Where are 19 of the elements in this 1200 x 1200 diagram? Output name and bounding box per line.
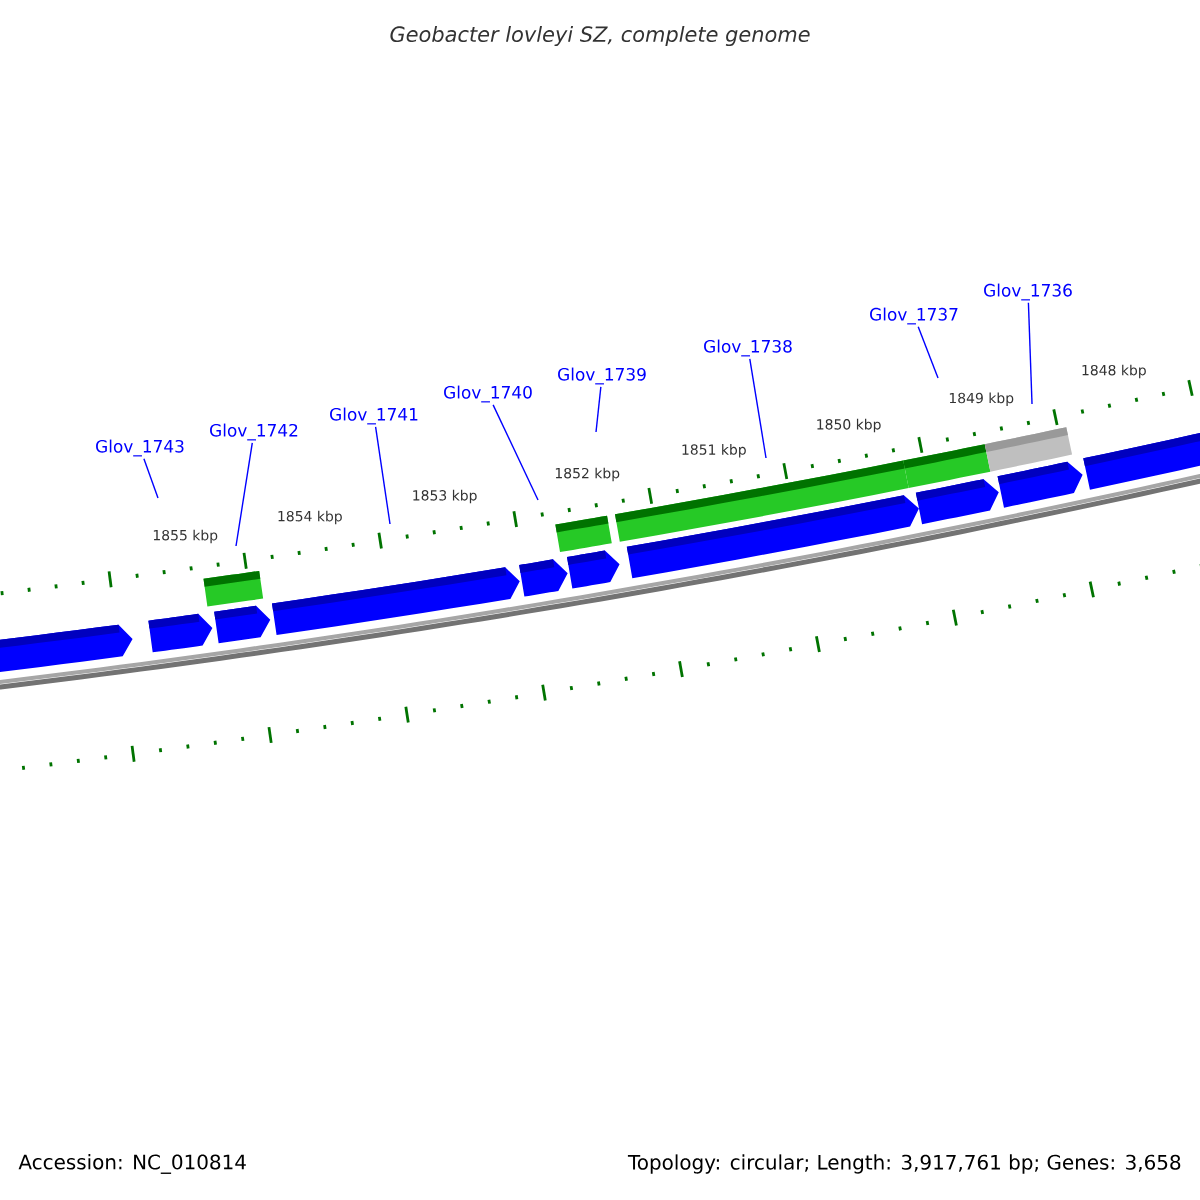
accession-text: Accession: NC_010814 xyxy=(18,1154,246,1174)
leader-line xyxy=(492,404,539,501)
gene-label: Glov_1742 xyxy=(210,423,298,441)
title: Geobacter lovleyi SZ, complete genome xyxy=(390,25,810,47)
leader-line xyxy=(917,326,939,379)
gene-label: Glov_1743 xyxy=(96,439,184,457)
gene-label: Glov_1738 xyxy=(704,339,792,357)
gene-label: Glov_1740 xyxy=(444,385,532,403)
gene-label: Glov_1736 xyxy=(984,283,1072,301)
leader-line xyxy=(235,442,253,547)
gene-label: Glov_1737 xyxy=(870,307,958,325)
gene-label: Glov_1741 xyxy=(330,407,418,425)
leader-line xyxy=(749,358,767,459)
leader-line xyxy=(595,386,602,433)
genome-info-text: Topology: circular; Length: 3,917,761 bp; Genes: 3,658 xyxy=(627,1154,1181,1174)
leader-line xyxy=(374,426,391,525)
gene-label: Glov_1739 xyxy=(558,367,646,385)
leader-line xyxy=(143,458,159,499)
leader-line xyxy=(1027,302,1033,405)
